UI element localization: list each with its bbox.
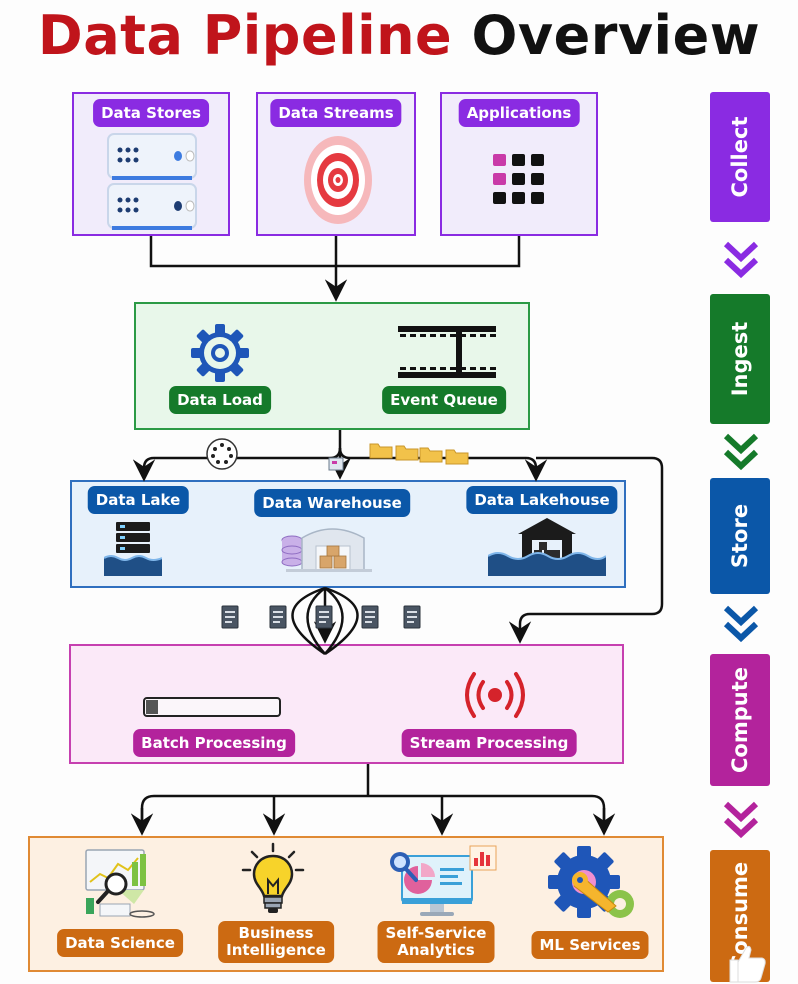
data-lake-label: Data Lake xyxy=(87,486,189,514)
ml-services-label: ML Services xyxy=(531,931,649,959)
store-fan-line-2 xyxy=(306,586,326,655)
chevron-down-icon xyxy=(724,801,758,839)
data-science-icon xyxy=(85,849,155,918)
data-load-label: Data Load xyxy=(169,386,271,414)
stage-collect-label: Collect xyxy=(728,116,752,198)
data-streams-label: Data Streams xyxy=(270,99,402,127)
folder-tokens-icon xyxy=(369,443,469,465)
server-rack-icon xyxy=(107,133,197,230)
film-strip-icon xyxy=(398,326,496,378)
data-token-doc-icon xyxy=(328,457,344,471)
stage-compute-label: Compute xyxy=(728,667,752,773)
chevron-down-icon xyxy=(724,605,758,643)
data-lakehouse-icon xyxy=(488,518,606,576)
analytics-dashboard-icon xyxy=(390,845,497,916)
applications-label: Applications xyxy=(458,99,580,127)
ssa-label-line-1: Self-Service xyxy=(385,924,487,942)
stage-compute: Compute xyxy=(710,654,770,786)
event-queue-label: Event Queue xyxy=(382,386,506,414)
ingest-to-lakehouse-arrow xyxy=(338,447,548,482)
stage-collect: Collect xyxy=(710,92,770,222)
thumbs-up-icon xyxy=(729,945,766,983)
progress-bar-icon xyxy=(143,697,281,717)
stage-store: Store xyxy=(710,478,770,594)
business-intelligence-label: Business Intelligence xyxy=(218,921,334,963)
data-warehouse-icon xyxy=(281,528,372,572)
data-lakehouse-label: Data Lakehouse xyxy=(466,486,618,514)
ml-gear-wrench-icon xyxy=(548,846,634,918)
store-fan-line-3 xyxy=(324,586,344,655)
chevron-down-icon xyxy=(724,433,758,471)
data-token-circle-icon xyxy=(206,438,238,470)
data-lake-icon xyxy=(104,522,162,576)
batch-processing-label: Batch Processing xyxy=(133,729,295,757)
document-tokens-icon xyxy=(221,605,421,629)
stream-processing-label: Stream Processing xyxy=(401,729,577,757)
ssa-label-line-2: Analytics xyxy=(397,941,475,959)
self-service-analytics-label: Self-Service Analytics xyxy=(377,921,495,963)
ingest-to-lake-arrow xyxy=(132,447,342,482)
bi-label-line-1: Business xyxy=(238,924,314,942)
stage-ingest: Ingest xyxy=(710,294,770,424)
chevron-down-icon xyxy=(724,241,758,279)
data-stores-label: Data Stores xyxy=(93,99,209,127)
data-science-label: Data Science xyxy=(57,929,183,957)
bi-label-line-2: Intelligence xyxy=(226,941,326,959)
title-part-1: Data Pipeline xyxy=(37,4,453,67)
data-warehouse-label: Data Warehouse xyxy=(254,489,410,517)
stage-ingest-label: Ingest xyxy=(728,321,752,397)
ingest-bypass-to-compute-arrow xyxy=(508,456,664,644)
target-icon xyxy=(304,136,372,224)
gear-icon xyxy=(191,324,249,382)
stage-store-label: Store xyxy=(728,503,752,569)
store-fan-line-1 xyxy=(291,586,326,656)
app-grid-icon xyxy=(493,154,544,204)
page-title: Data Pipeline Overview xyxy=(0,4,798,68)
consume-distribution-line xyxy=(140,794,606,832)
lightbulb-icon xyxy=(241,842,305,913)
broadcast-icon xyxy=(465,672,525,718)
title-part-2: Overview xyxy=(471,4,761,67)
store-fan-line-4 xyxy=(324,586,359,656)
